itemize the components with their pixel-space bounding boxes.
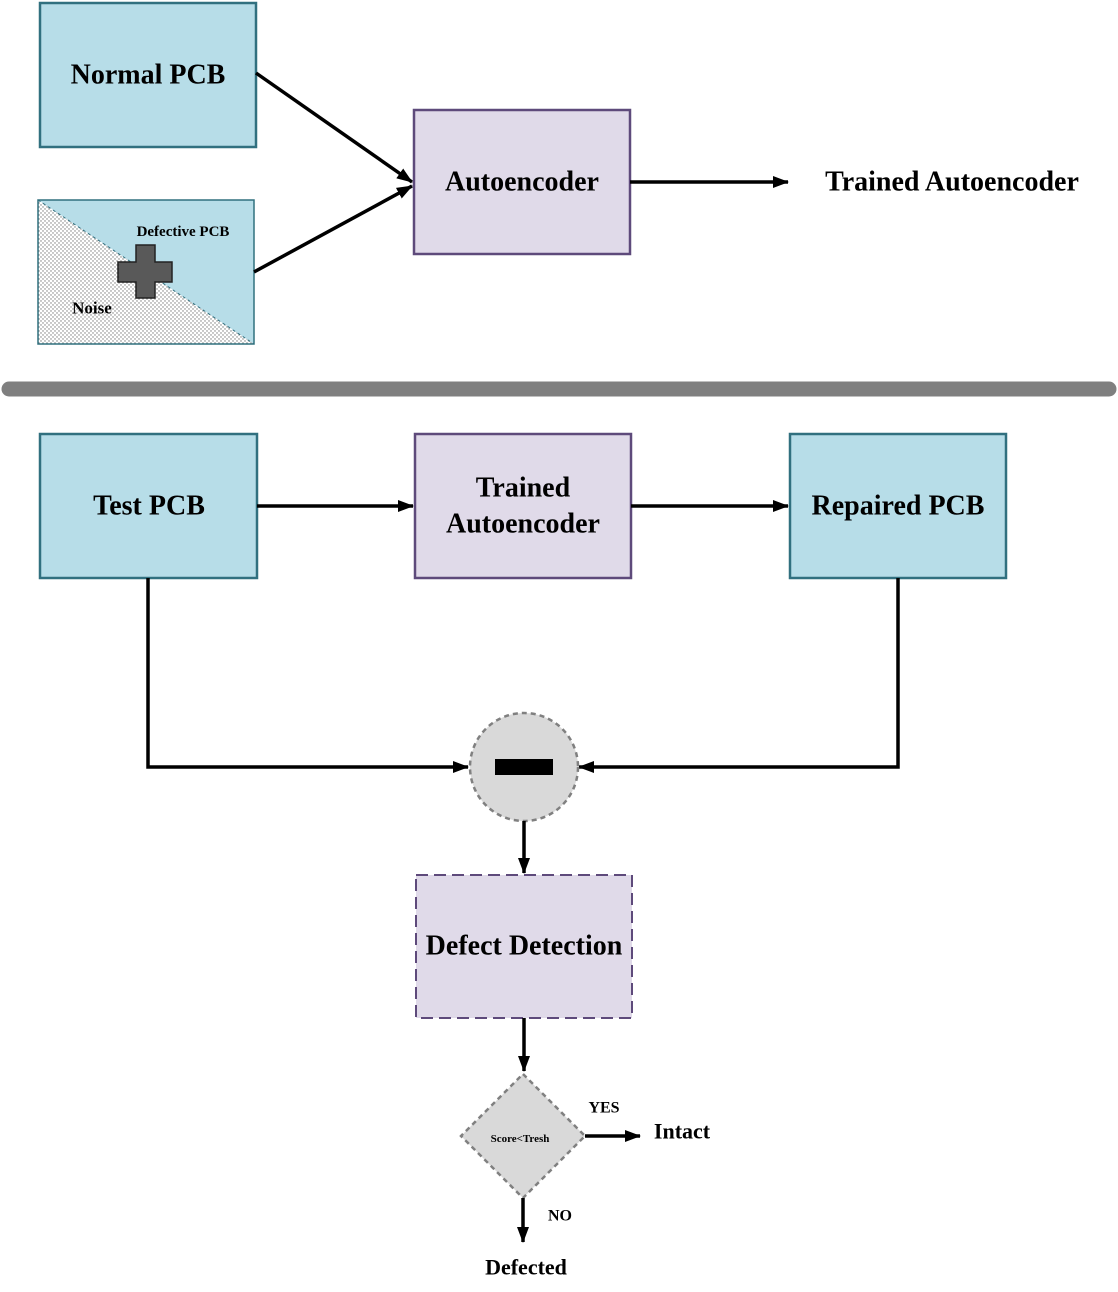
defective-pcb-noise-box: Defective PCB Noise (37, 199, 255, 345)
yes-label: YES (588, 1100, 619, 1117)
trained-autoencoder-box: Trained Autoencoder (413, 432, 633, 580)
defective-pcb-label: Defective PCB (137, 224, 230, 240)
no-label: NO (548, 1208, 572, 1225)
trained-autoencoder-output-label: Trained Autoencoder (825, 167, 1079, 198)
autoencoder-box: Autoencoder (412, 108, 632, 256)
minus-icon (495, 759, 553, 775)
normal-pcb-label: Normal PCB (71, 60, 226, 91)
defected-label: Defected (485, 1255, 567, 1280)
subtract-operator (468, 711, 580, 823)
decision-label: Score<Tresh (491, 1133, 550, 1145)
intact-label: Intact (654, 1119, 711, 1144)
arrow-normal-to-autoencoder (254, 71, 414, 184)
autoencoder-label: Autoencoder (445, 167, 599, 198)
repaired-pcb-box: Repaired PCB (788, 432, 1008, 580)
defect-detection-label: Defect Detection (426, 931, 623, 962)
trained-autoencoder-label-line1: Trained (476, 473, 571, 504)
trained-autoencoder-label-line2: Autoencoder (446, 509, 600, 540)
test-pcb-label: Test PCB (93, 491, 205, 522)
noise-label: Noise (72, 299, 112, 318)
training-stage: Normal PCB Defective PCB Noise Autoencod… (37, 1, 1079, 345)
defect-detection-box: Defect Detection (415, 874, 633, 1019)
decision-diamond: Score<Tresh (459, 1072, 587, 1200)
normal-pcb-box: Normal PCB (38, 1, 258, 149)
plus-icon (117, 244, 173, 299)
repaired-pcb-label: Repaired PCB (812, 491, 985, 522)
arrow-repaired-to-subtract (578, 578, 900, 773)
test-pcb-box: Test PCB (38, 432, 259, 580)
arrow-test-to-subtract (146, 578, 469, 773)
arrow-defective-to-autoencoder (253, 184, 413, 274)
testing-stage: Test PCB Trained Autoencoder Repaired PC… (38, 432, 1008, 1280)
